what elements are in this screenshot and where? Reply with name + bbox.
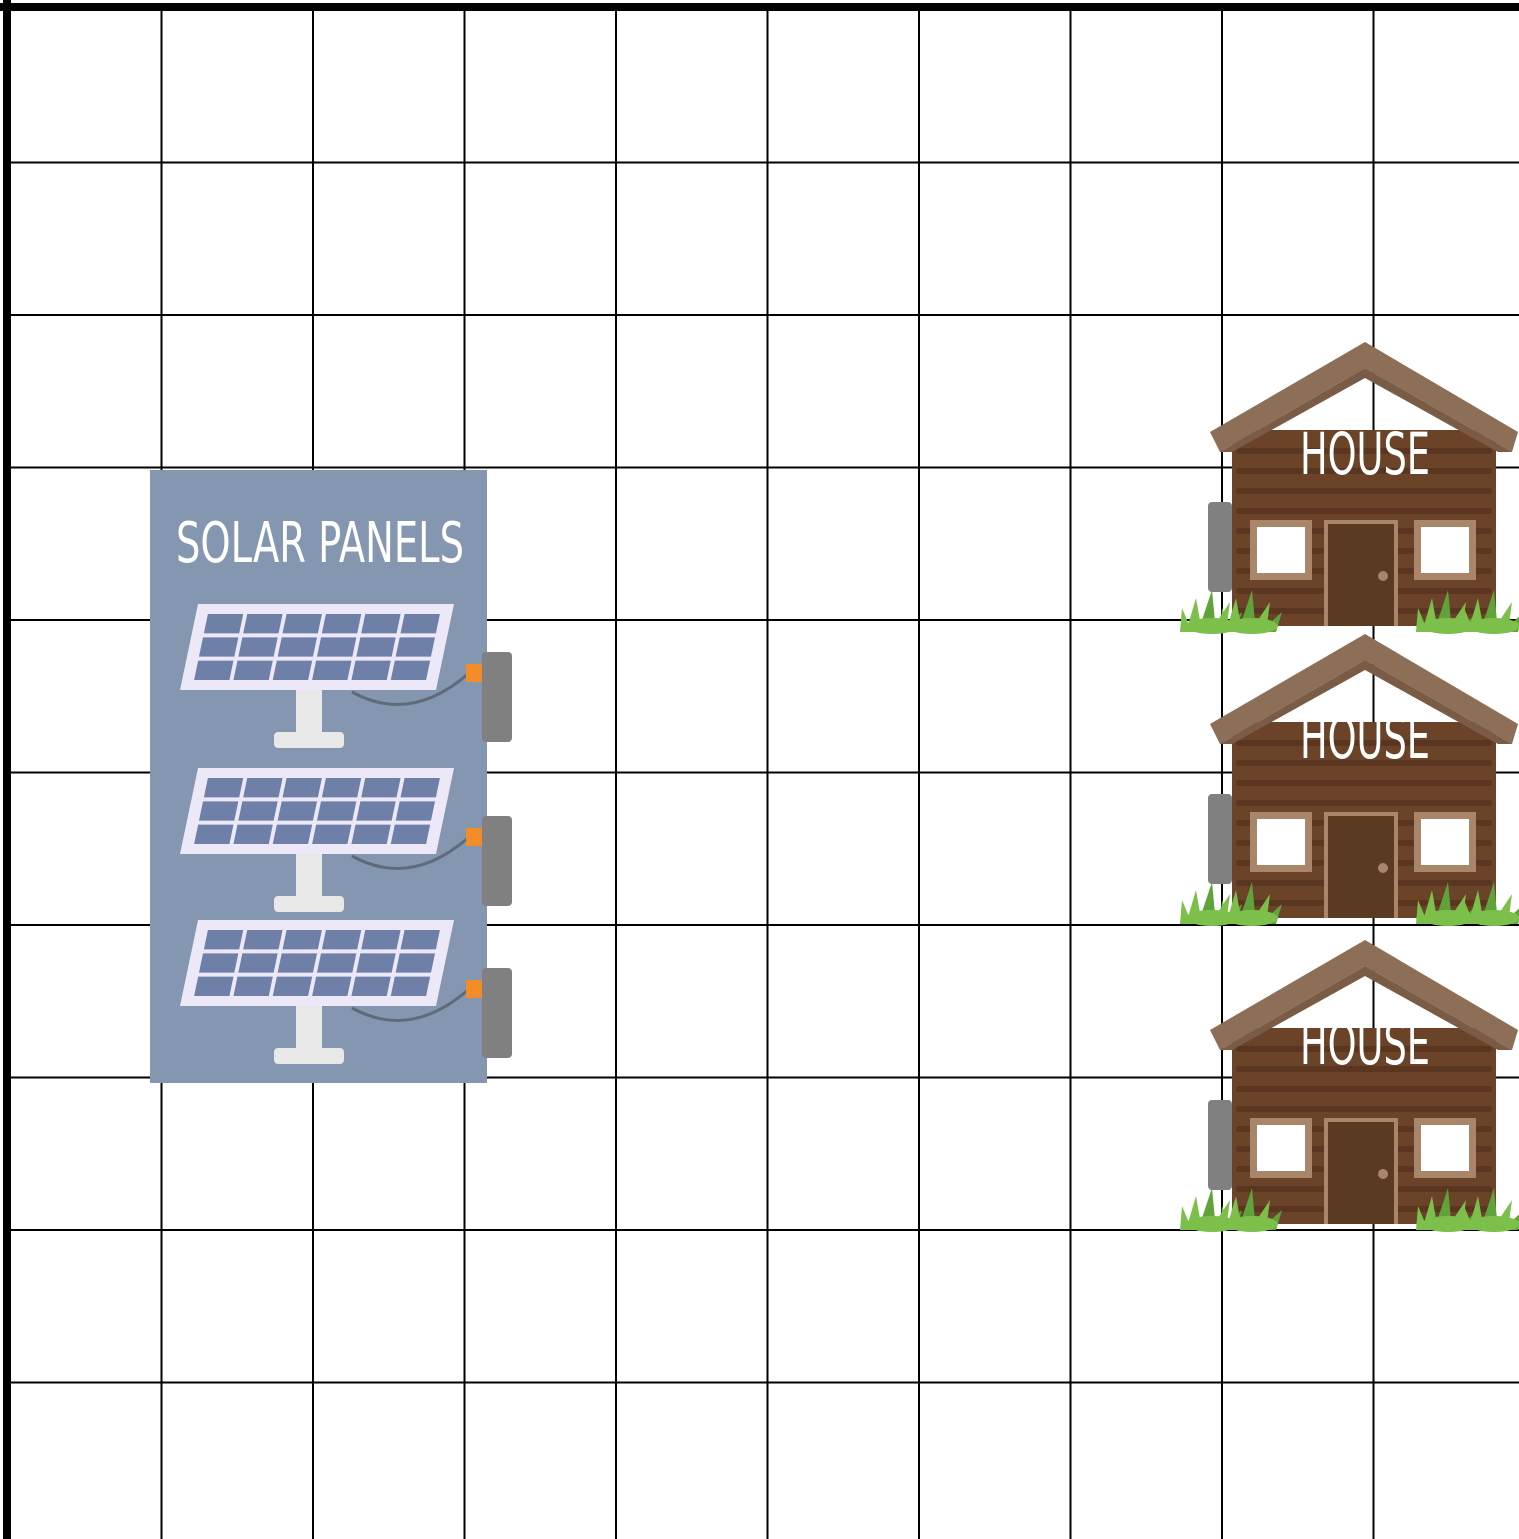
house-icon [1180,940,1519,1232]
port-icon [466,980,482,998]
port-icon [466,828,482,846]
port-icon [466,664,482,682]
house-3[interactable]: HOUSE [1180,940,1519,1232]
house-1[interactable]: HOUSE [1180,342,1519,634]
connector-icon[interactable] [482,968,512,1058]
connector-icon[interactable] [482,652,512,742]
house-icon [1180,342,1519,634]
house-label: HOUSE [1300,420,1430,488]
house-icon [1180,634,1519,926]
solar-panels-label: SOLAR PANELS [176,511,464,576]
house-label: HOUSE [1300,704,1430,772]
house-label: HOUSE [1300,1010,1430,1078]
connector-icon[interactable] [1208,794,1232,884]
solar-panels-tile[interactable]: SOLAR PANELS [150,470,512,1083]
connector-icon[interactable] [1208,502,1232,592]
house-2[interactable]: HOUSE [1180,634,1519,926]
connector-icon[interactable] [1208,1100,1232,1190]
connector-icon[interactable] [482,816,512,906]
houses: HOUSE HOUSE HOUSE [1180,342,1519,1232]
